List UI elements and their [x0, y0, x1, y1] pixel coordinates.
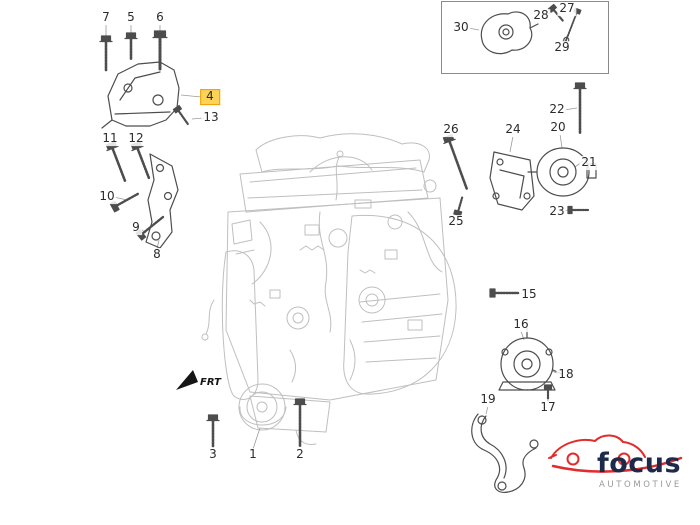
- part-number-callout: 6: [154, 10, 166, 25]
- part-number-callout: 27: [557, 1, 577, 16]
- logo-brand-text: focus: [597, 448, 682, 479]
- bracket-19-drawing: [471, 413, 539, 493]
- bolt-23-drawing: [567, 205, 590, 215]
- part-number-callout: 7: [100, 10, 112, 25]
- bracket-8-drawing: [145, 153, 179, 249]
- frt-label: FRT: [200, 377, 222, 388]
- part-number-callout: 8: [151, 247, 163, 262]
- part-number-callout: 18: [556, 367, 576, 382]
- part-number-callout: 4: [200, 89, 220, 105]
- bolt-6-drawing: [152, 30, 168, 71]
- part-number-callout: 26: [441, 122, 461, 137]
- part-number-callout: 9: [130, 220, 142, 235]
- part-number-callout: 21: [579, 155, 599, 170]
- inset-box: [441, 1, 609, 74]
- bracket-24-drawing: [489, 151, 535, 211]
- part-number-callout: 20: [548, 120, 568, 135]
- part-number-callout: 30: [451, 20, 471, 35]
- part-number-callout: 2: [294, 447, 306, 462]
- bolt-17-drawing: [543, 384, 553, 401]
- part-number-callout: 22: [547, 102, 567, 117]
- bolt-5-drawing: [124, 32, 138, 61]
- direction-arrow-icon: [176, 370, 198, 390]
- part-number-callout: 13: [201, 110, 221, 125]
- part-number-callout: 28: [531, 8, 551, 23]
- mount-30-drawing: [480, 11, 539, 55]
- part-number-callout: 16: [511, 317, 531, 332]
- bolt-3-drawing: [206, 414, 220, 448]
- logo-tagline-text: AUTOMOTIVE: [599, 480, 682, 490]
- part-number-callout: 24: [503, 122, 523, 137]
- part-number-callout: 23: [547, 204, 567, 219]
- part-drawings: [99, 3, 597, 493]
- bolt-2-drawing: [293, 398, 307, 448]
- part-number-callout: 17: [538, 400, 558, 415]
- bolt-7-drawing: [99, 35, 113, 72]
- part-number-callout: 25: [446, 214, 466, 229]
- part-number-callout: 12: [126, 131, 146, 146]
- car-silhouette-icon: [548, 434, 683, 473]
- part-number-callout: 15: [519, 287, 539, 302]
- part-number-callout: 19: [478, 392, 498, 407]
- frt-arrow: FRT: [176, 370, 222, 390]
- part-number-callout: 29: [552, 40, 572, 55]
- part-number-callout: 5: [125, 10, 137, 25]
- bolt-22-drawing: [573, 82, 587, 135]
- mount-4-drawing: [101, 61, 180, 129]
- bolt-25-drawing: [453, 196, 464, 217]
- part-number-callout: 1: [247, 447, 259, 462]
- mount-20-drawing: [527, 147, 597, 197]
- mount-16-drawing: [498, 327, 563, 391]
- part-number-callout: 11: [100, 131, 120, 146]
- vendor-logo: focus AUTOMOTIVE: [545, 432, 685, 494]
- part-number-callout: 10: [97, 189, 117, 204]
- bolt-15-drawing: [489, 288, 520, 298]
- part-number-callout: 3: [207, 447, 219, 462]
